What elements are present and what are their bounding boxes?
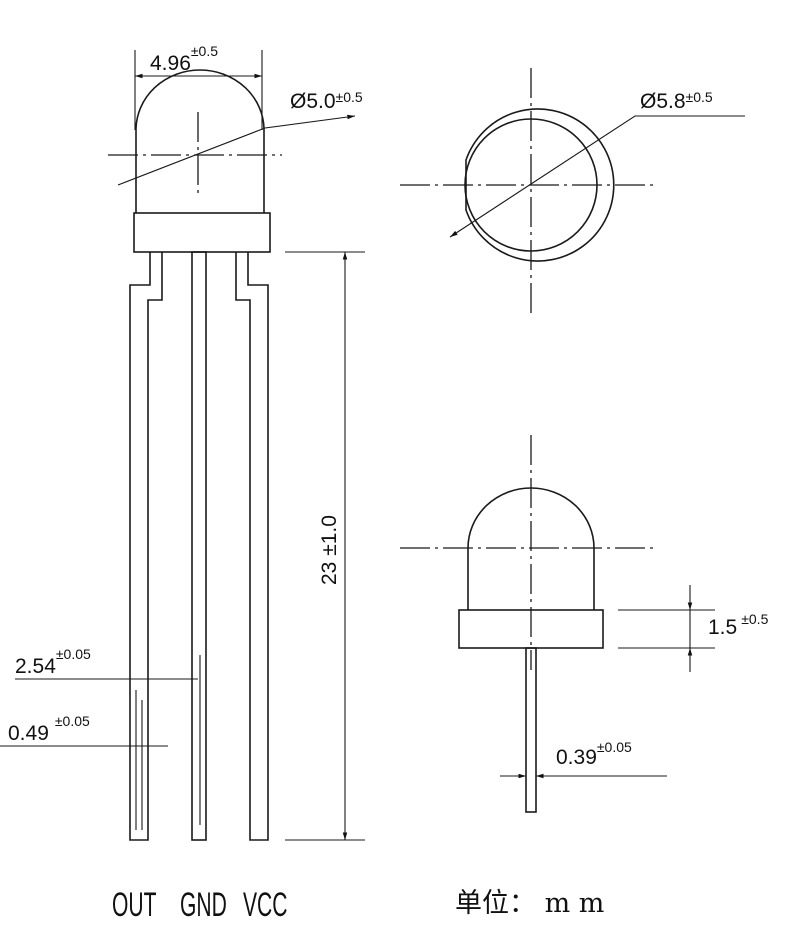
front-view: 4.96±0.5 Ø5.0±0.5 23 ±1.0 2.54±0.05 0.49…: [0, 43, 365, 923]
pin-label-vcc: VCC: [243, 885, 287, 923]
lead-thickness-tol: ±0.05: [597, 739, 632, 755]
svg-text:1.5±0.5: 1.5±0.5: [708, 611, 769, 639]
pin-label-gnd: GND: [180, 885, 227, 923]
width-tol: ±0.5: [191, 43, 218, 59]
svg-text:Ø5.8±0.5: Ø5.8±0.5: [640, 89, 713, 113]
width-dim: 4.96: [150, 52, 191, 75]
lead-thickness-dim: 0.39: [556, 746, 597, 769]
flange-diameter-dim: Ø5.8: [640, 90, 686, 113]
top-view: Ø5.8±0.5: [400, 68, 745, 315]
pitch-tol: ±0.05: [56, 646, 91, 662]
svg-text:2.54±0.05: 2.54±0.05: [15, 646, 91, 678]
lead-length-dim: 23 ±1.0: [318, 515, 341, 585]
dome-diameter-dim: Ø5.0: [290, 90, 336, 113]
side-view: 1.5±0.5 0.39±0.05 单位： m m: [400, 435, 769, 919]
dome-diameter-tol: ±0.5: [336, 89, 363, 105]
lead-width-tol: ±0.05: [55, 713, 90, 729]
flange-height-tol: ±0.5: [741, 611, 768, 627]
svg-text:Ø5.0±0.5: Ø5.0±0.5: [290, 89, 363, 113]
lead-out: [129, 252, 163, 841]
svg-text:4.96±0.5: 4.96±0.5: [150, 43, 218, 75]
lead-vcc: [235, 252, 269, 841]
lead-gnd: [191, 251, 207, 841]
flange: [133, 212, 271, 253]
dome-outline: [135, 69, 265, 213]
flange-height-dim: 1.5: [708, 616, 737, 639]
lead-width-dim: 0.49: [8, 722, 49, 745]
pitch-dim: 2.54: [15, 655, 56, 678]
svg-text:0.49±0.05: 0.49 ±0.05: [8, 713, 90, 745]
pin-label-out: OUT: [112, 885, 156, 923]
svg-text:0.39±0.05: 0.39±0.05: [556, 739, 632, 769]
flange-outline: [465, 108, 615, 262]
flange-diameter-tol: ±0.5: [686, 89, 713, 105]
units-label: 单位： m m: [455, 888, 604, 919]
